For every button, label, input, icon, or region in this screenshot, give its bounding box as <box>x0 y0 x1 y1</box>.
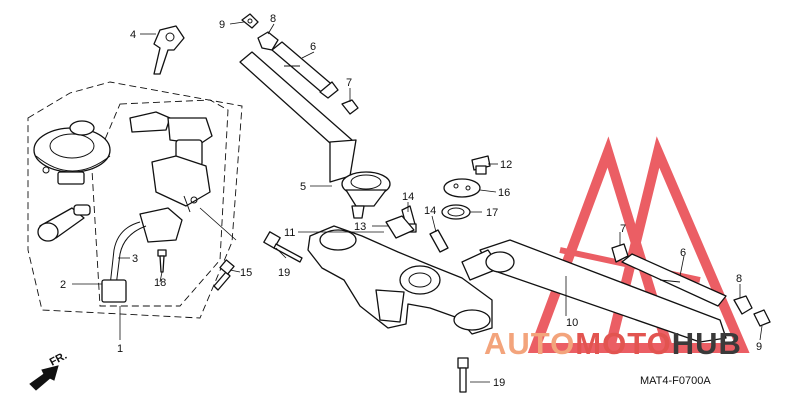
plate-13 <box>385 215 415 239</box>
cover-16 <box>443 178 481 198</box>
callout-14a: 14 <box>402 191 414 203</box>
callout-4: 4 <box>130 29 136 41</box>
switch-harness <box>101 207 183 303</box>
front-label: FR. <box>48 350 69 369</box>
callout-8-right: 8 <box>736 273 742 285</box>
nut-8-left <box>257 31 279 51</box>
bar-end-weight-left <box>271 41 339 99</box>
callout-16: 16 <box>498 187 510 199</box>
nut-8-right <box>733 295 753 315</box>
callout-6: 6 <box>310 41 316 53</box>
clip-9-right <box>753 309 771 327</box>
ring-17 <box>441 204 471 220</box>
ignition-kit-boundary <box>27 81 243 319</box>
callout-19b: 19 <box>493 377 505 389</box>
callout-13: 13 <box>354 221 366 233</box>
callout-15: 15 <box>240 267 252 279</box>
right-handlebar <box>461 239 727 343</box>
callouts: 1 2 3 4 5 6 7 8 9 10 11 12 13 14 14 15 1… <box>60 13 762 389</box>
leader-lock-set <box>199 207 237 241</box>
callout-5: 5 <box>300 181 306 193</box>
leader-lines <box>72 21 763 383</box>
callout-6-right: 6 <box>680 247 686 259</box>
callout-18: 18 <box>154 277 166 289</box>
left-handlebar <box>239 51 391 219</box>
top-bridge <box>307 225 493 335</box>
callout-7-right: 7 <box>620 223 626 235</box>
seat-lock <box>37 204 91 242</box>
key <box>153 25 185 75</box>
callout-2: 2 <box>60 279 66 291</box>
fuel-cap <box>33 120 111 185</box>
screw-18 <box>157 249 167 273</box>
callout-9: 9 <box>219 19 225 31</box>
watermark-part-moto: MOTO <box>575 326 671 361</box>
ignition-switch <box>129 111 213 213</box>
cap-12 <box>471 155 491 175</box>
diagram-code: MAT4-F0700A <box>640 375 711 387</box>
front-arrow-icon <box>29 365 59 391</box>
watermark-part-auto: AUTO <box>484 326 575 361</box>
bar-end-weight-right <box>621 253 727 307</box>
clip-9-left <box>241 13 259 29</box>
callout-9-right: 9 <box>756 341 762 353</box>
callout-12: 12 <box>500 159 512 171</box>
bolt-14-b <box>429 229 449 253</box>
callout-11: 11 <box>284 227 295 239</box>
bolt-19-upper <box>263 231 303 263</box>
callout-17: 17 <box>486 207 498 219</box>
watermark-wordmark: AUTOMOTOHUB <box>484 326 742 361</box>
bolt-19-lower <box>457 357 469 393</box>
ignition-switch-boundary <box>91 99 229 307</box>
front-direction-indicator: FR. <box>29 350 69 391</box>
callout-3: 3 <box>132 253 138 265</box>
watermark-part-hub: HUB <box>672 326 742 361</box>
callout-19a: 19 <box>278 267 290 279</box>
callout-1: 1 <box>117 343 123 355</box>
callout-7: 7 <box>346 77 352 89</box>
bolt-15 <box>213 259 235 291</box>
callout-8: 8 <box>270 13 276 25</box>
callout-10: 10 <box>566 317 578 329</box>
screw-7-left <box>341 99 359 115</box>
callout-14b: 14 <box>424 205 436 217</box>
